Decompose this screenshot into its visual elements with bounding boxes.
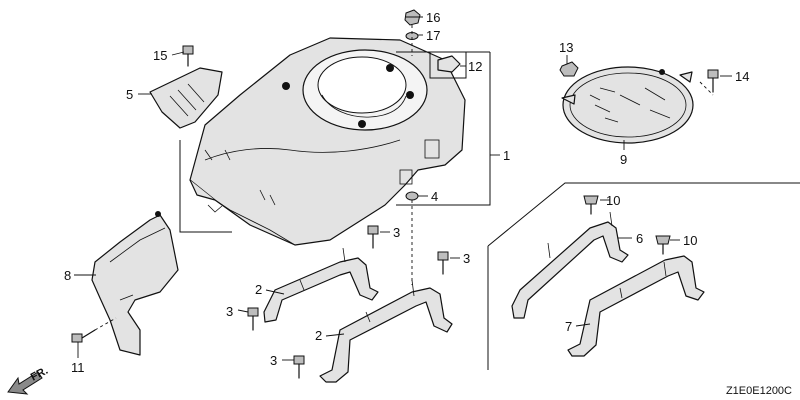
clip-part-12: [429, 51, 467, 79]
callout-6: 6: [636, 231, 643, 246]
callout-3-d: 3: [270, 353, 277, 368]
screw-part-10-b: [655, 235, 671, 255]
bracket-part-7: [567, 255, 705, 357]
nut-part-13: [559, 61, 579, 77]
bolt-part-3-c: [247, 307, 259, 331]
callout-3-b: 3: [463, 251, 470, 266]
screw-part-10-a: [583, 195, 599, 215]
bolt-part-3-b: [437, 251, 449, 275]
grommet-part-4: [405, 191, 419, 285]
diagram-code: Z1E0E1200C: [726, 385, 792, 397]
callout-9: 9: [620, 152, 627, 167]
callout-14: 14: [735, 69, 749, 84]
bolt-part-3-d: [293, 355, 305, 379]
callout-3-c: 3: [226, 304, 233, 319]
callout-12: 12: [468, 59, 482, 74]
callout-10-a: 10: [606, 193, 620, 208]
bracket-part-6: [511, 211, 629, 319]
front-label: FR.: [29, 365, 50, 384]
callout-labels: 1 2 2 3 3 3 3 4 5 6 7 8 9 10 10 11 12 13…: [64, 10, 749, 375]
callout-7: 7: [565, 319, 572, 334]
callout-11: 11: [71, 360, 85, 375]
callout-3-a: 3: [393, 225, 400, 240]
callout-17: 17: [426, 28, 440, 43]
nut-part-16: [404, 9, 421, 26]
bracket-part-2-upper: [263, 247, 379, 323]
front-direction-indicator: FR.: [7, 365, 50, 395]
callout-2-lower: 2: [315, 328, 322, 343]
callout-5: 5: [126, 87, 133, 102]
bolt-part-3-a: [367, 225, 379, 249]
callout-10-b: 10: [683, 233, 697, 248]
leader-lines: [74, 16, 732, 361]
callout-13: 13: [559, 40, 573, 55]
callout-4: 4: [431, 189, 438, 204]
bracket-group-outline-top: [487, 182, 800, 247]
fan-cover: [189, 37, 466, 246]
callout-15: 15: [153, 48, 167, 63]
callout-8: 8: [64, 268, 71, 283]
bracket-part-2-lower: [319, 279, 453, 383]
front-arrow-icon: [7, 371, 43, 395]
callout-1: 1: [503, 148, 510, 163]
side-shroud-part-8: [91, 211, 179, 356]
bolt-part-15: [182, 45, 194, 67]
callout-16: 16: [426, 10, 440, 25]
callout-2-upper: 2: [255, 282, 262, 297]
disc-guard-part-9: [561, 66, 694, 144]
shroud-plate-part-5: [149, 67, 223, 129]
bolt-part-11: [71, 317, 117, 343]
bolt-part-14: [699, 69, 719, 96]
